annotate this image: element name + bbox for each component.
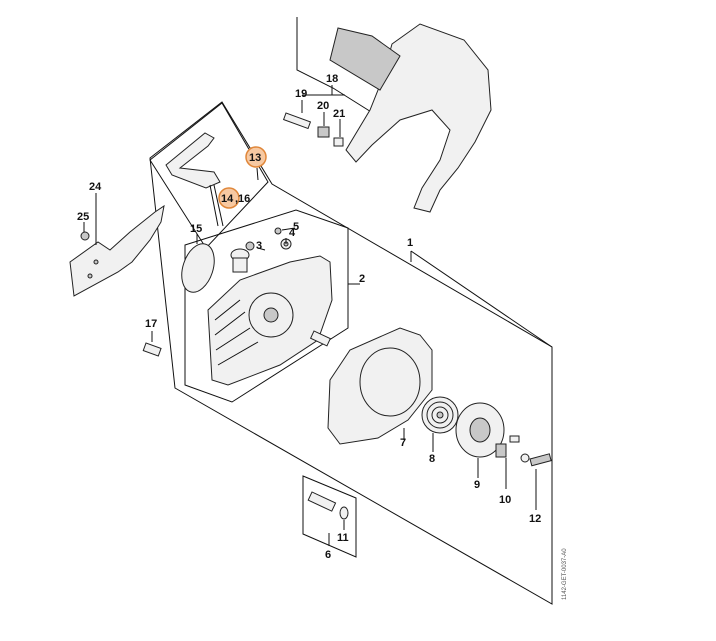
screw-19 xyxy=(282,112,312,130)
label-14[interactable]: 14 xyxy=(221,193,234,205)
group-frame-6 xyxy=(302,475,357,558)
part-12 xyxy=(529,453,552,467)
label-19[interactable]: 19 xyxy=(295,88,307,100)
label-10[interactable]: 10 xyxy=(499,494,511,506)
group-frame-18 xyxy=(296,17,377,116)
label-5[interactable]: 5 xyxy=(293,221,299,233)
starter-grip xyxy=(165,132,224,227)
ring-11 xyxy=(339,506,349,520)
group-frame-13 xyxy=(149,102,269,249)
label-8[interactable]: 8 xyxy=(429,453,435,465)
label-24[interactable]: 24 xyxy=(89,181,102,193)
gasket xyxy=(181,243,215,293)
label-2[interactable]: 2 xyxy=(359,273,365,285)
part-5 xyxy=(274,227,282,235)
sleeve-20 xyxy=(317,126,330,138)
part-21 xyxy=(333,137,344,147)
label-9[interactable]: 9 xyxy=(474,479,480,491)
mounting-plate xyxy=(69,204,165,297)
rear-handle xyxy=(329,23,492,213)
label-1[interactable]: 1 xyxy=(407,237,413,249)
pawl-10 xyxy=(495,443,507,458)
screw-25 xyxy=(80,231,90,241)
label-15[interactable]: 15 xyxy=(190,223,202,235)
fan-housing xyxy=(207,255,333,386)
label-11[interactable]: 11 xyxy=(337,532,349,544)
label-12[interactable]: 12 xyxy=(529,513,541,525)
cap-body xyxy=(232,257,248,273)
group-frame-2 xyxy=(184,209,349,403)
label-25[interactable]: 25 xyxy=(77,211,89,223)
label-6[interactable]: 6 xyxy=(325,549,331,561)
label-14-suffix: ,16 xyxy=(235,193,250,205)
highlight-13 xyxy=(245,146,267,168)
pin-6 xyxy=(307,491,337,512)
label-4[interactable]: 4 xyxy=(289,227,296,239)
screw-17 xyxy=(142,342,162,357)
rope-rotor xyxy=(455,402,505,458)
label-17[interactable]: 17 xyxy=(145,318,157,330)
label-7[interactable]: 7 xyxy=(400,437,406,449)
highlight-14 xyxy=(218,187,240,209)
drawing-code: 1142-GET-0037-A0 xyxy=(562,548,568,600)
label-18[interactable]: 18 xyxy=(326,73,338,85)
pawl-b xyxy=(509,435,520,443)
washer xyxy=(520,453,530,463)
label-21[interactable]: 21 xyxy=(333,108,345,120)
rewind-spring xyxy=(421,396,459,434)
label-13[interactable]: 13 xyxy=(249,152,261,164)
screw-3 xyxy=(245,241,255,251)
label-20[interactable]: 20 xyxy=(317,100,329,112)
leader-lines xyxy=(83,85,553,546)
pin xyxy=(309,330,331,347)
label-3[interactable]: 3 xyxy=(256,240,262,252)
